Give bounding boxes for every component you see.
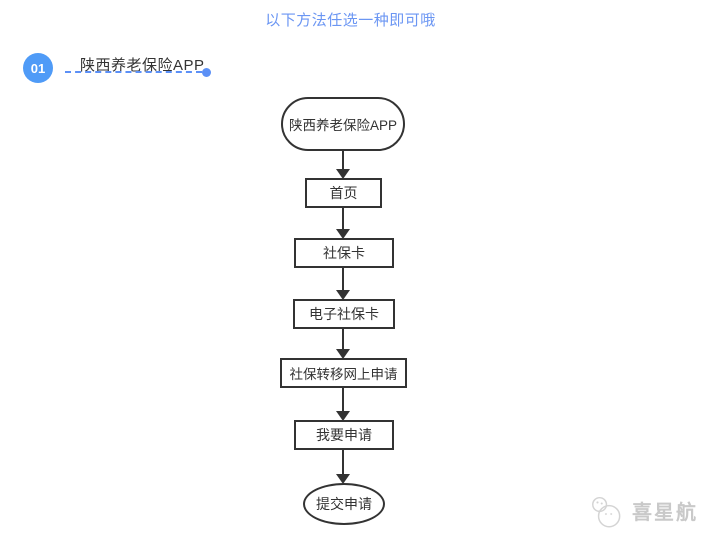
flow-arrow-down-icon: [336, 329, 350, 359]
arrow-head: [336, 229, 350, 239]
flow-node-transfer-apply: 社保转移网上申请: [280, 358, 407, 388]
section-number-badge: 01: [23, 53, 53, 83]
flow-arrow-down-icon: [336, 450, 350, 484]
flow-arrow-down-icon: [336, 388, 350, 421]
flow-arrow-down-icon: [336, 268, 350, 300]
watermark-logo-icon: [592, 496, 621, 528]
arrow-head: [336, 411, 350, 421]
flow-node-start: 陕西养老保险APP: [281, 97, 405, 151]
section-title: 陕西养老保险APP: [80, 57, 205, 74]
arrow-head: [336, 349, 350, 359]
flow-node-e-card: 电子社保卡: [293, 299, 395, 329]
arrow-line: [342, 151, 344, 171]
flow-arrow-down-icon: [336, 151, 350, 179]
arrow-line: [342, 329, 344, 351]
top-note-text: 以下方法任选一种即可哦: [265, 12, 436, 29]
arrow-head: [336, 474, 350, 484]
flow-arrow-down-icon: [336, 208, 350, 239]
flow-node-submit: 提交申请: [303, 483, 385, 525]
flow-node-home: 首页: [305, 178, 382, 208]
arrow-line: [342, 388, 344, 413]
underline-dot-icon: [202, 68, 211, 77]
watermark-text: 喜星航: [632, 502, 698, 524]
arrow-line: [342, 208, 344, 231]
title-dashed-underline: [65, 62, 211, 77]
flow-node-social-card: 社保卡: [294, 238, 394, 268]
watermark: 喜星航: [588, 494, 698, 532]
arrow-line: [342, 268, 344, 292]
arrow-line: [342, 450, 344, 476]
arrow-head: [336, 290, 350, 300]
arrow-head: [336, 169, 350, 179]
flow-node-i-want-apply: 我要申请: [294, 420, 394, 450]
